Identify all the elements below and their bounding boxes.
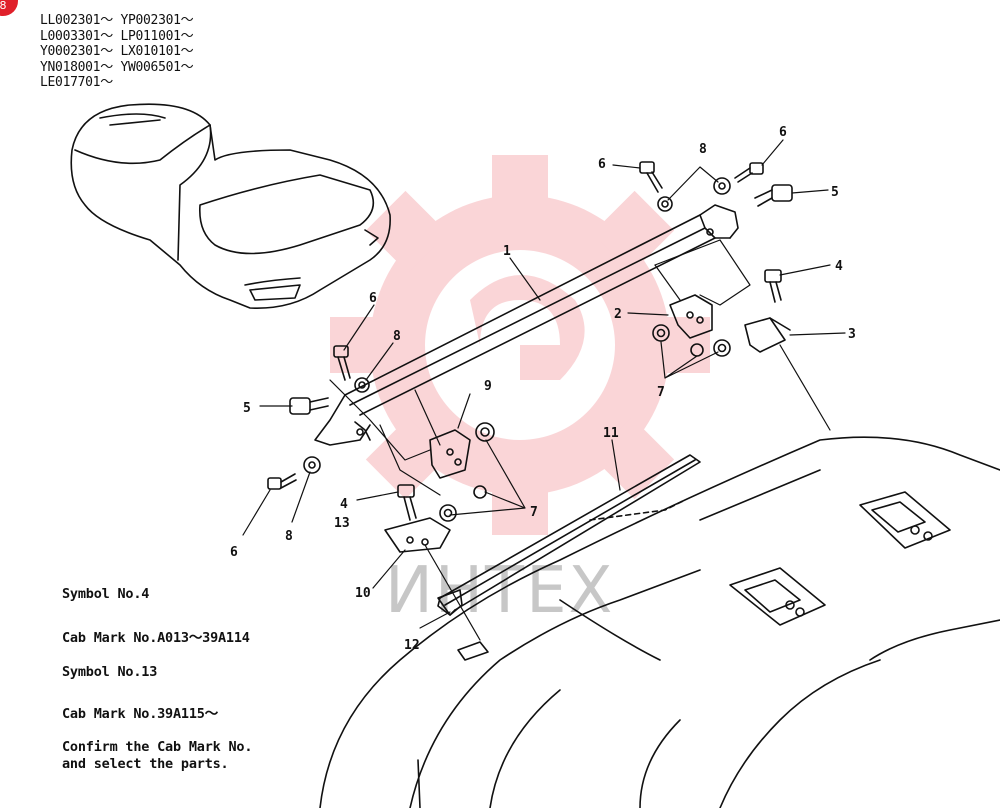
screw-part-6 <box>267 473 297 490</box>
roof-hinge-plate <box>859 491 951 549</box>
nut-part-7 <box>439 324 731 522</box>
screw-part-6 <box>333 345 351 381</box>
note-line: and select the parts. <box>62 756 229 772</box>
note-line: Cab Mark No.A013～39A114 <box>62 630 250 646</box>
note-line: Symbol No.4 <box>62 586 150 602</box>
serial-range: YN018001～ YW006501～ <box>40 59 194 75</box>
callout-3: 3 <box>848 327 856 342</box>
callout-1: 1 <box>503 244 511 259</box>
bolt-part-4 <box>397 484 417 521</box>
bolt-part-5 <box>754 184 793 207</box>
callout-11: 11 <box>603 426 619 441</box>
callout-6: 6 <box>369 291 377 306</box>
bolt-part-4 <box>764 269 782 303</box>
callout-6: 6 <box>230 545 238 560</box>
callout-5: 5 <box>243 401 251 416</box>
callout-8: 8 <box>699 142 707 157</box>
note-line: Cab Mark No.39A115～ <box>62 706 218 722</box>
callout-8: 8 <box>285 529 293 544</box>
serial-range: L0003301～ LP011001～ <box>40 28 194 44</box>
note-line: Confirm the Cab Mark No. <box>62 739 253 755</box>
callout-6: 6 <box>779 125 787 140</box>
cab-roof-outline <box>319 436 1000 808</box>
screw-part-6 <box>734 162 764 183</box>
rail-part-11 <box>437 454 701 616</box>
operator-seat <box>70 103 391 309</box>
serial-number-ranges: LL002301～ YP002301～ L0003301～ LP011001～ … <box>40 13 194 91</box>
bolt-part-5 <box>289 397 329 415</box>
callout-2: 2 <box>614 307 622 322</box>
callout-labels: 1 2 3 4 4 5 5 6 6 6 6 7 7 8 8 8 9 10 11 … <box>230 125 856 653</box>
bracket-part-3 <box>744 317 791 353</box>
rail-part-1 <box>314 204 739 446</box>
callout-5: 5 <box>831 185 839 200</box>
leader-lines <box>242 139 846 629</box>
screw-part-6 <box>639 161 663 193</box>
watermark-gear-logo <box>330 155 710 535</box>
callout-12: 12 <box>404 638 420 653</box>
callout-10: 10 <box>355 586 371 601</box>
washer-part-8 <box>303 177 731 474</box>
bracket-part-2 <box>669 294 713 339</box>
callout-6: 6 <box>598 157 606 172</box>
callout-7: 7 <box>530 505 538 520</box>
serial-range: LL002301～ YP002301～ <box>40 13 194 28</box>
bracket-part-10 <box>384 517 451 553</box>
callout-8: 8 <box>393 329 401 344</box>
roof-hinge-plate <box>729 567 826 626</box>
callout-7: 7 <box>657 385 665 400</box>
assembly-guide-lines <box>329 239 831 641</box>
note-line: Symbol No.13 <box>62 664 158 680</box>
callout-4: 4 <box>340 497 348 512</box>
serial-range: Y0002301～ LX010101～ <box>40 44 194 59</box>
serial-range: LE017701～ <box>40 75 113 90</box>
callout-4: 4 <box>835 259 843 274</box>
callout-13: 13 <box>334 516 350 531</box>
callout-9: 9 <box>484 379 492 394</box>
bracket-part-9 <box>429 429 471 479</box>
